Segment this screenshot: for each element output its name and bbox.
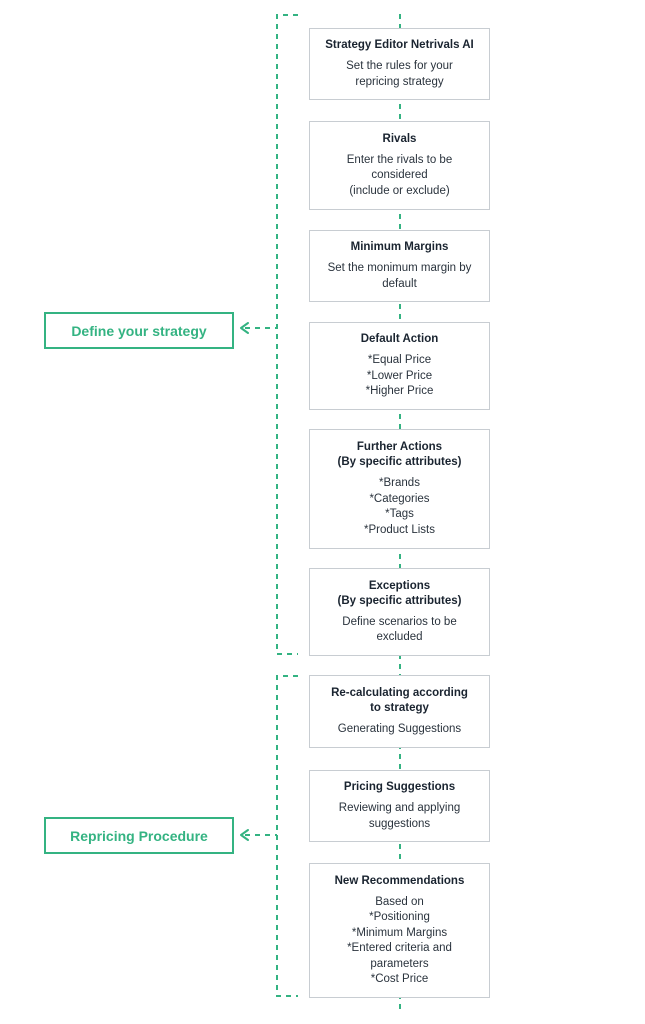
step-description: *Brands bbox=[379, 477, 420, 489]
step-new-recommendations: New Recommendations Based on *Positionin… bbox=[309, 863, 490, 998]
step-pricing-suggestions: Pricing Suggestions Reviewing and applyi… bbox=[309, 770, 490, 842]
step-title: Strategy Editor Netrivals AI bbox=[325, 39, 474, 51]
step-title: Default Action bbox=[360, 333, 439, 346]
step-description: *Categories bbox=[369, 492, 430, 505]
step-description: Set the monimum margin by bbox=[327, 262, 472, 274]
step-description: *Minimum Margins bbox=[351, 926, 448, 939]
step-description: *Cost Price bbox=[370, 973, 429, 985]
step-description: *Product Lists bbox=[364, 523, 435, 536]
repricing-bracket bbox=[276, 675, 298, 997]
strategy-bracket bbox=[276, 14, 298, 655]
step-further-actions: Further Actions (By specific attributes)… bbox=[309, 429, 490, 549]
step-title: Exceptions bbox=[368, 579, 431, 592]
step-description: Enter the rivals to be bbox=[346, 153, 453, 166]
step-description: *Equal Price bbox=[367, 354, 432, 367]
step-description: *Higher Price bbox=[365, 385, 434, 398]
step-title: New Recommendations bbox=[334, 874, 465, 887]
step-strategy-editor: Strategy Editor Netrivals AI Set the rul… bbox=[309, 28, 490, 100]
step-title: Minimum Margins bbox=[350, 241, 449, 253]
step-title: Pricing Suggestions bbox=[343, 781, 456, 793]
step-description: suggestions bbox=[368, 817, 431, 830]
strategy-arrowhead bbox=[240, 322, 249, 334]
repricing-procedure-label: Repricing Procedure bbox=[44, 817, 234, 854]
step-description: (include or exclude) bbox=[349, 184, 450, 197]
step-description: Set the rules for your bbox=[346, 60, 453, 72]
step-description: excluded bbox=[376, 631, 423, 643]
repricing-arrowhead bbox=[240, 829, 249, 841]
step-title: Re-calculating according bbox=[331, 686, 468, 699]
step-description: *Lower Price bbox=[366, 369, 433, 382]
step-description: considered bbox=[371, 169, 428, 182]
step-minimum-margins: Minimum Margins Set the monimum margin b… bbox=[309, 230, 490, 302]
define-strategy-label: Define your strategy bbox=[44, 312, 234, 349]
step-description: *Entered criteria and bbox=[347, 942, 452, 954]
step-description: default bbox=[382, 277, 417, 290]
step-description: *Positioning bbox=[369, 911, 430, 923]
step-description: Reviewing and applying bbox=[338, 802, 461, 814]
step-rivals: Rivals Enter the rivals to be considered… bbox=[309, 121, 490, 210]
step-title: Rivals bbox=[382, 132, 417, 145]
step-description: *Tags bbox=[385, 508, 414, 520]
step-recalculating: Re-calculating according to strategy Gen… bbox=[309, 675, 490, 748]
step-description: Generating Suggestions bbox=[337, 722, 462, 735]
step-description: repricing strategy bbox=[355, 75, 444, 88]
step-description: parameters bbox=[370, 957, 429, 970]
step-exceptions: Exceptions (By specific attributes) Defi… bbox=[309, 568, 490, 656]
step-description: Define scenarios to be bbox=[342, 615, 457, 628]
step-subtitle: (By specific attributes) bbox=[337, 456, 462, 468]
step-default-action: Default Action *Equal Price *Lower Price… bbox=[309, 322, 490, 410]
step-description: Based on bbox=[375, 895, 424, 908]
step-subtitle: to strategy bbox=[370, 701, 429, 714]
step-subtitle: (By specific attributes) bbox=[337, 594, 462, 607]
step-title: Further Actions bbox=[356, 441, 443, 453]
